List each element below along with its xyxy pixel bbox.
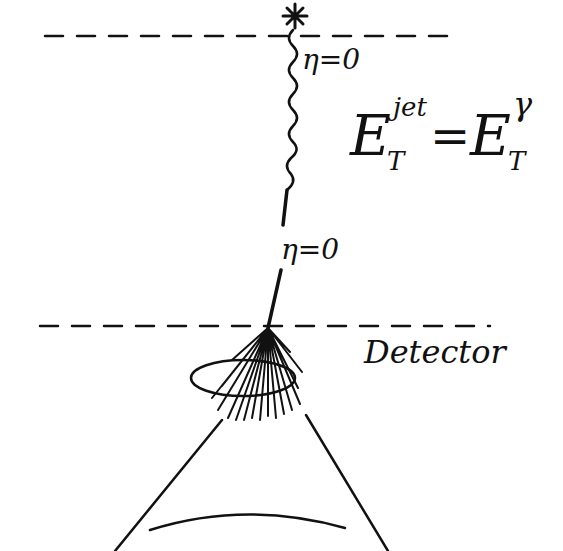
detector-label: Detector xyxy=(364,336,506,368)
cone-ellipse xyxy=(191,360,295,396)
eta-label: η=0 xyxy=(302,46,360,74)
dashed-line xyxy=(40,325,490,328)
detector-arc xyxy=(150,514,345,530)
energy-symbol: E xyxy=(350,108,391,164)
photon-wave xyxy=(287,30,297,190)
superscript: γ xyxy=(513,88,532,120)
subscript: T xyxy=(508,148,525,174)
equals-sign: = xyxy=(430,112,470,160)
energy-symbol: E xyxy=(470,108,511,164)
star xyxy=(283,4,307,28)
subscript: T xyxy=(387,148,404,174)
eta-label: η=0 xyxy=(281,236,339,264)
detector-cone xyxy=(115,415,388,551)
superscript: jet xyxy=(393,94,427,120)
dashed-line xyxy=(45,35,455,38)
jet-spray xyxy=(212,328,302,420)
